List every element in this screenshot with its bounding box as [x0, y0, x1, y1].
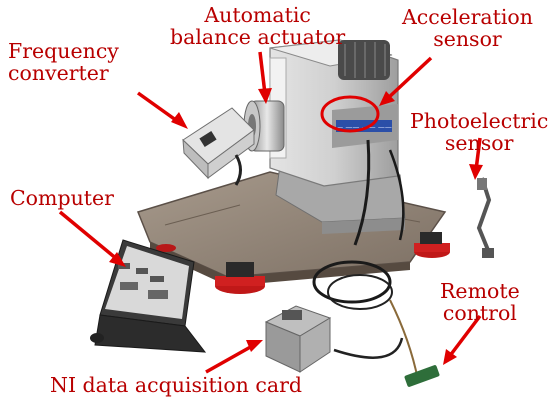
photoelectric-sensor-device [476, 177, 494, 258]
sensor-callout-circle [320, 95, 380, 133]
ni-card-device [264, 305, 332, 373]
label-frequency-converter: Frequency converter [8, 40, 119, 84]
label-line: control [442, 301, 517, 325]
arrow-computer [58, 210, 120, 262]
arrow-frequency [136, 91, 182, 125]
label-line: NI data acquisition card [50, 373, 303, 397]
label-line: balance actuator [170, 25, 346, 49]
motor-unit: — —— —— —— [269, 39, 399, 187]
frequency-converter-device [182, 107, 255, 186]
laptop [90, 239, 207, 353]
label-line: converter [8, 61, 109, 85]
label-acceleration-sensor: Acceleration sensor [402, 6, 533, 50]
label-line: Computer [10, 186, 114, 210]
arrow-remote [447, 314, 482, 359]
label-line: sensor [433, 27, 502, 51]
label-automatic-balance-actuator: Automatic balance actuator [170, 4, 345, 48]
arrow-actuator [258, 51, 267, 95]
remote-control-device [404, 365, 440, 387]
arrows [58, 51, 483, 374]
label-line: Photoelectric [410, 109, 549, 133]
label-remote-control: Remote control [440, 280, 520, 324]
label-photoelectric-sensor: Photoelectric sensor [410, 110, 548, 154]
label-line: Automatic [204, 3, 311, 27]
label-line: Remote [440, 279, 520, 303]
arrow-acceleration [385, 56, 433, 101]
label-line: sensor [444, 131, 514, 155]
label-line: Frequency [8, 39, 119, 63]
label-computer: Computer [10, 187, 114, 209]
label-ni-data-acquisition-card: NI data acquisition card [50, 374, 302, 396]
rubber-feet [156, 232, 450, 294]
label-line: Acceleration [402, 5, 533, 29]
arrow-ni-card [205, 343, 255, 374]
